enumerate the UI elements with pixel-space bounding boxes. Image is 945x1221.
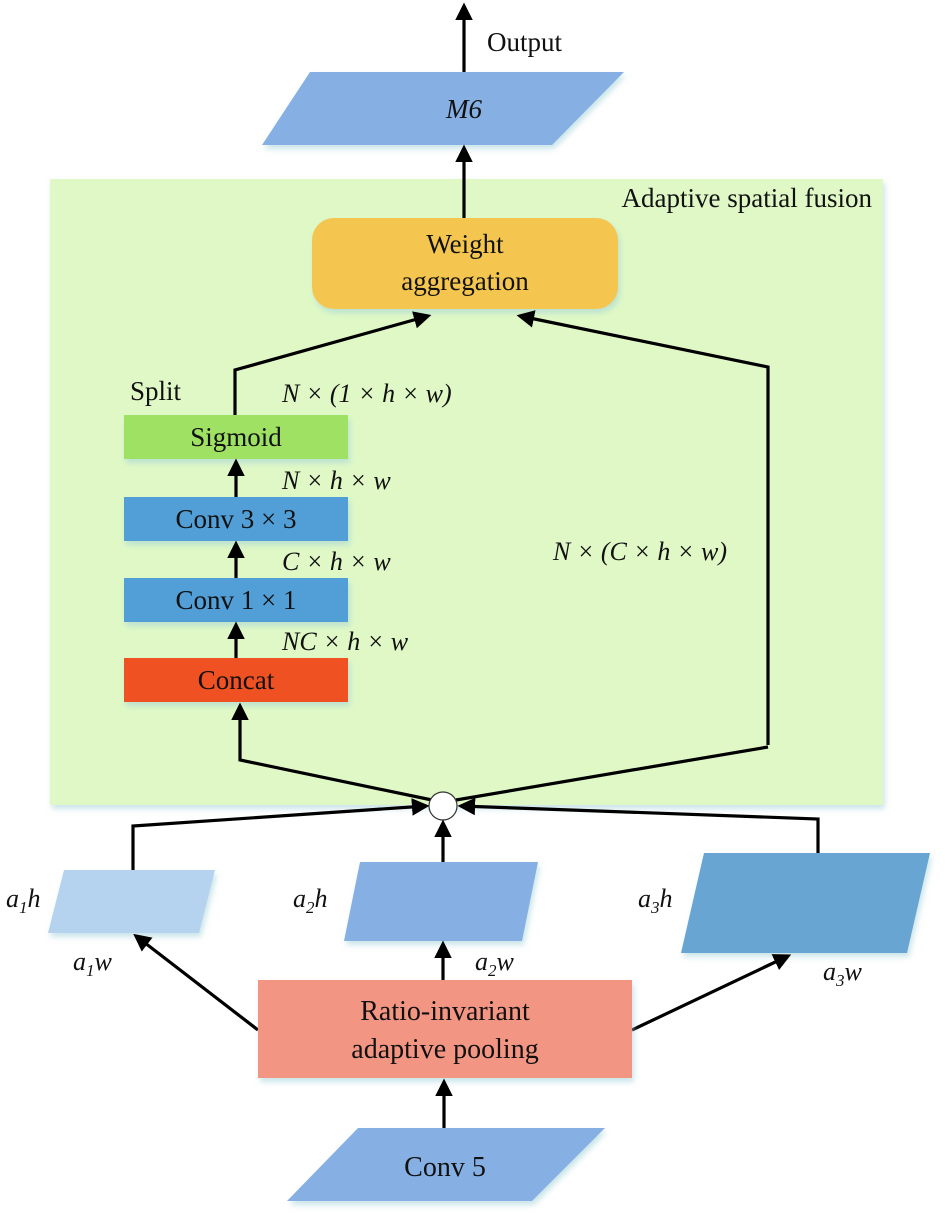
pool-to-f1-arrow bbox=[133, 933, 259, 1032]
split-to-weight-arrow bbox=[233, 311, 432, 415]
sigmoid-box bbox=[124, 415, 348, 459]
conv5-feature-map bbox=[287, 1128, 605, 1201]
feature-1-h-label: a1h bbox=[6, 884, 41, 917]
feature-map-1 bbox=[48, 870, 215, 933]
f1-to-fusion-arrow bbox=[131, 798, 430, 870]
pooling-label-1: Ratio-invariant bbox=[360, 996, 530, 1027]
pooling-box bbox=[258, 980, 632, 1078]
pooling-label-2: adaptive pooling bbox=[351, 1034, 538, 1065]
concat-box bbox=[124, 658, 348, 702]
sigmoid-label: Sigmoid bbox=[190, 422, 282, 452]
conv5-label: Conv 5 bbox=[404, 1152, 486, 1183]
fusion-to-skip-line bbox=[455, 745, 769, 802]
feature-1-w-label: a1w bbox=[73, 947, 113, 980]
conv3-dim-label: N × h × w bbox=[281, 466, 391, 495]
feature-map-3 bbox=[681, 853, 930, 953]
fusion-title: Adaptive spatial fusion bbox=[622, 183, 873, 213]
split-label: Split bbox=[130, 376, 182, 406]
f3-to-fusion-arrow bbox=[457, 797, 820, 853]
conv1-dim-label: C × h × w bbox=[282, 547, 391, 576]
concat-label: Concat bbox=[198, 665, 275, 695]
feature-2-w-label: a2w bbox=[475, 947, 515, 980]
weight-aggregation-label-2: aggregation bbox=[401, 266, 529, 296]
conv1-label: Conv 1 × 1 bbox=[176, 585, 297, 615]
split-dim-label: N × (1 × h × w) bbox=[281, 379, 452, 408]
fusion-to-concat-arrow bbox=[231, 702, 433, 802]
feature-map-2 bbox=[344, 862, 538, 941]
feature-3-h-label: a3h bbox=[638, 884, 673, 917]
feature-2-h-label: a2h bbox=[293, 884, 328, 917]
concat-dim-label: NC × h × w bbox=[281, 627, 409, 656]
conv3-label: Conv 3 × 3 bbox=[176, 504, 297, 534]
skip-to-weight-arrow bbox=[516, 310, 770, 745]
conv1-box bbox=[124, 578, 348, 622]
m6-label: M6 bbox=[445, 94, 482, 124]
fusion-node bbox=[428, 791, 458, 821]
m6-feature-map bbox=[262, 72, 624, 145]
conv3-box bbox=[124, 497, 348, 541]
feature-3-w-label: a3w bbox=[823, 957, 863, 990]
skip-dim-label: N × (C × h × w) bbox=[552, 537, 727, 566]
weight-aggregation-box bbox=[312, 218, 618, 309]
pool-to-f3-arrow bbox=[631, 954, 792, 1032]
weight-aggregation-label-1: Weight bbox=[426, 229, 504, 259]
output-label: Output bbox=[487, 27, 563, 57]
